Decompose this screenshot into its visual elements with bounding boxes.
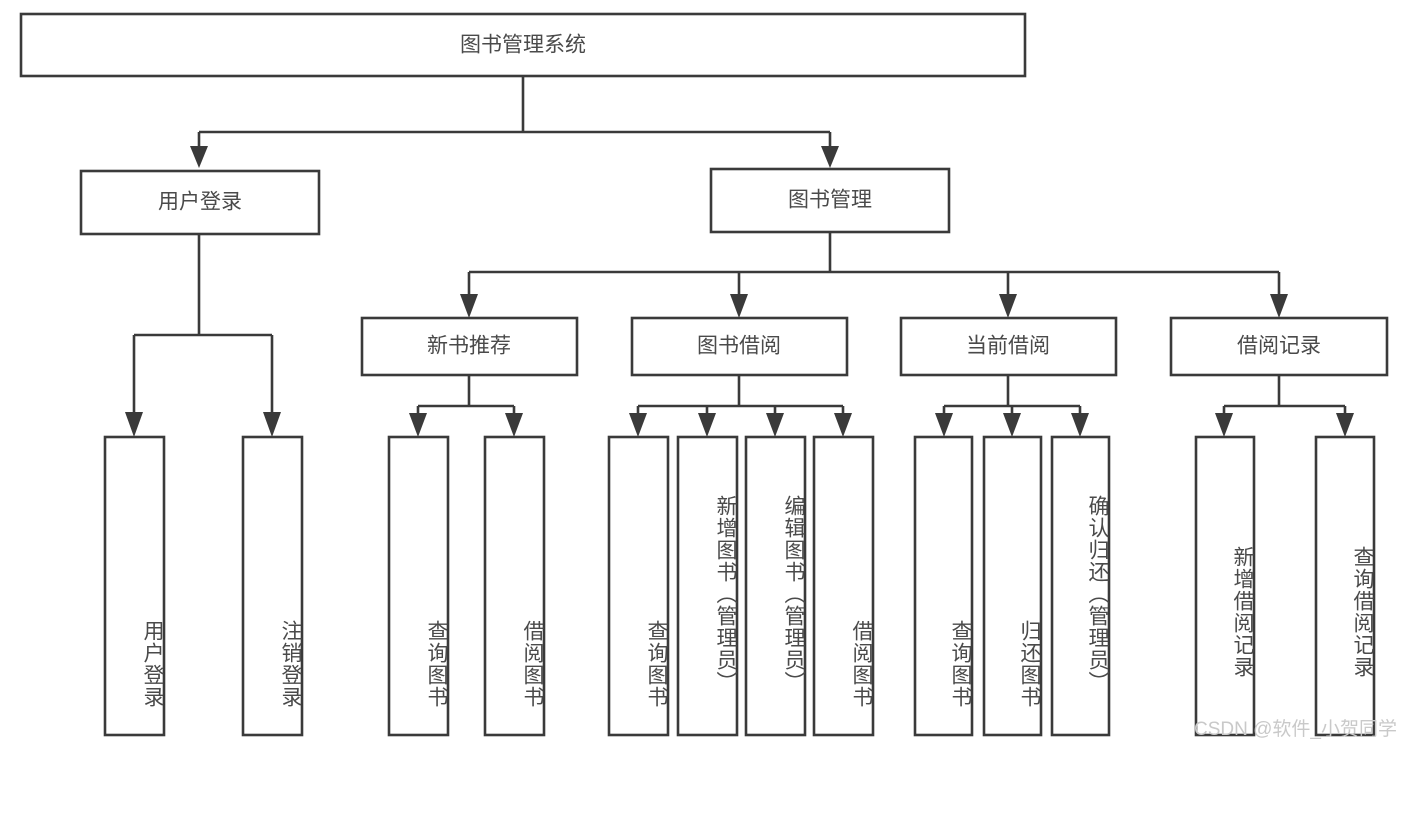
arrow-head-leaf-borrow-book-rec: [505, 413, 523, 437]
connector-group-borrow-record: [1215, 375, 1354, 437]
node-box-leaf-query-book-borrow[interactable]: [607, 435, 670, 737]
arrow-head-leaf-query-book-rec: [409, 413, 427, 437]
arrow-head-leaf-query-book-borrow: [629, 413, 647, 437]
arrow-head-leaf-user-logout: [263, 412, 281, 437]
arrow-head-leaf-user-login: [125, 412, 143, 437]
node-box-root[interactable]: [19, 12, 1027, 78]
arrow-head-user-login: [190, 146, 208, 168]
node-label-book-admin: 图书管理: [788, 189, 872, 212]
node-box-leaf-query-record[interactable]: [1314, 435, 1376, 737]
connector-group-root: [190, 76, 839, 168]
arrow-head-leaf-confirm-return: [1071, 413, 1089, 437]
node-box-borrow-record[interactable]: [1169, 316, 1389, 377]
node-label-user-login: 用户登录: [158, 191, 242, 214]
node-box-leaf-user-login[interactable]: [103, 435, 166, 737]
arrow-head-borrow-record: [1270, 294, 1288, 318]
connector-group-current-borrow: [935, 375, 1089, 437]
arrow-head-book-borrow: [730, 294, 748, 318]
node-label-root: 图书管理系统: [460, 34, 586, 57]
arrow-head-book-admin: [821, 146, 839, 168]
node-box-user-login[interactable]: [79, 169, 321, 236]
node-box-leaf-edit-book[interactable]: [744, 435, 807, 737]
node-label-borrow-record: 借阅记录: [1237, 335, 1321, 358]
node-label-new-book-rec: 新书推荐: [427, 335, 511, 358]
node-box-leaf-add-record[interactable]: [1194, 435, 1256, 737]
node-box-leaf-add-book[interactable]: [676, 435, 739, 737]
node-label-book-borrow: 图书借阅: [697, 335, 781, 358]
node-box-leaf-user-logout[interactable]: [241, 435, 304, 737]
watermark-text: CSDN @软件_小贺同学: [1194, 719, 1397, 740]
node-box-leaf-query-book-rec[interactable]: [387, 435, 450, 737]
arrow-head-leaf-return-book: [1003, 413, 1021, 437]
arrow-head-leaf-query-book-cur: [935, 413, 953, 437]
arrow-head-leaf-query-record: [1336, 413, 1354, 437]
node-box-leaf-confirm-return[interactable]: [1050, 435, 1111, 737]
diagram-canvas-root: 图书管理系统 用户登录 图书管理 新书推荐 图书借阅 当前借阅 借阅记录 用户登…: [19, 12, 1397, 740]
connector-group-book-borrow: [629, 375, 852, 437]
hierarchy-diagram: 图书管理系统 用户登录 图书管理 新书推荐 图书借阅 当前借阅 借阅记录: [19, 12, 1389, 737]
node-box-book-borrow[interactable]: [630, 316, 849, 377]
node-box-book-admin[interactable]: [709, 167, 951, 234]
arrow-head-leaf-edit-book: [766, 413, 784, 437]
arrow-head-leaf-add-record: [1215, 413, 1233, 437]
node-box-current-borrow[interactable]: [899, 316, 1118, 377]
node-box-leaf-query-book-cur[interactable]: [913, 435, 974, 737]
arrow-head-leaf-add-book: [698, 413, 716, 437]
node-box-new-book-rec[interactable]: [360, 316, 579, 377]
node-box-leaf-borrow-book-rec[interactable]: [483, 435, 546, 737]
arrow-head-leaf-borrow-book: [834, 413, 852, 437]
connector-group-book-admin: [460, 232, 1288, 318]
node-label-current-borrow: 当前借阅: [966, 335, 1050, 358]
connector-group-user-login: [125, 234, 281, 437]
node-box-leaf-borrow-book[interactable]: [812, 435, 875, 737]
node-box-leaf-return-book[interactable]: [982, 435, 1043, 737]
arrow-head-new-book-rec: [460, 294, 478, 318]
connector-group-new-book-rec: [409, 375, 523, 437]
arrow-head-current-borrow: [999, 294, 1017, 318]
